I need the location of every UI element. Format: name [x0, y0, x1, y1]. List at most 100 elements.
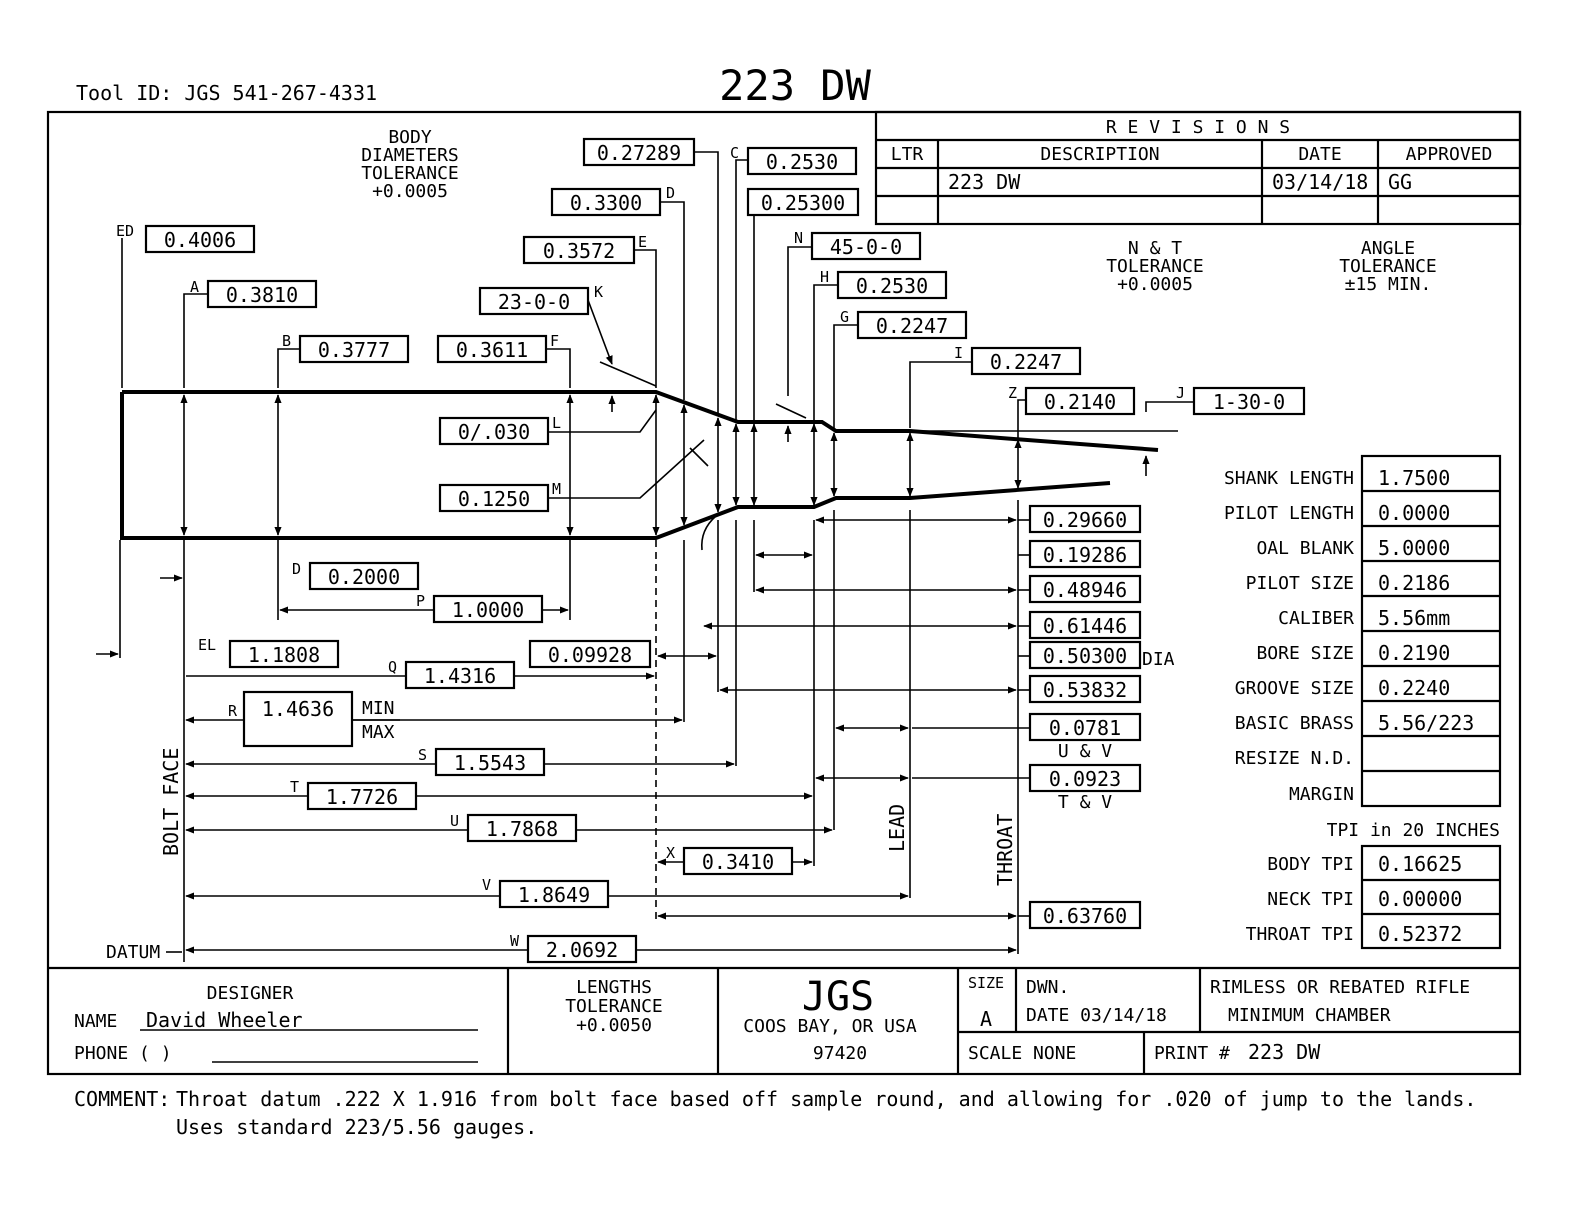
dim-a: 0.3810: [206, 279, 318, 309]
svg-text:TOLERANCE: TOLERANCE: [1339, 256, 1437, 277]
spec-value-pilot-size: 0.2186: [1378, 571, 1450, 595]
dim-t: 1.7726: [306, 781, 418, 811]
spec-label-bore-size: BORE SIZE: [1256, 643, 1354, 664]
svg-text:1.5543: 1.5543: [454, 751, 526, 775]
letter-ed: ED: [116, 222, 134, 240]
letter-a: A: [190, 278, 199, 296]
letter-p: P: [416, 592, 425, 610]
scale-label: SCALE NONE: [968, 1043, 1076, 1064]
lengths-tolerance-1: LENGTHS: [576, 977, 652, 998]
stack-value-3: 0.48946: [1043, 578, 1127, 602]
dim-d-len: 0.2000: [308, 561, 420, 591]
svg-text:TOLERANCE: TOLERANCE: [361, 163, 459, 184]
stack-value-7: 0.0781: [1049, 716, 1121, 740]
lead-label: LEAD: [885, 804, 909, 852]
svg-text:0.09928: 0.09928: [548, 643, 632, 667]
letter-r: R: [228, 702, 238, 720]
spec-value-pilot-length: 0.0000: [1378, 501, 1450, 525]
dim-h: 0.2530: [836, 270, 948, 300]
svg-text:0.3777: 0.3777: [318, 338, 390, 362]
svg-text:DIAMETERS: DIAMETERS: [361, 145, 459, 166]
tool-id: Tool ID: JGS 541-267-4331: [76, 81, 377, 105]
spec-label-margin: MARGIN: [1289, 784, 1354, 805]
svg-text:0.2140: 0.2140: [1044, 390, 1116, 414]
rev-approved-cell: GG: [1388, 170, 1412, 194]
bolt-face-label: BOLT FACE: [159, 748, 183, 856]
dim-i: 0.2247: [970, 346, 1082, 376]
letter-h: H: [820, 268, 829, 286]
spec-label-caliber: CALIBER: [1278, 608, 1354, 629]
dim-el: 1.1808: [228, 639, 340, 669]
tpi-label-throat: THROAT TPI: [1246, 924, 1354, 945]
nt-tolerance-note: N & T TOLERANCE +0.0005: [1106, 238, 1204, 295]
svg-text:0/.030: 0/.030: [458, 420, 530, 444]
dia-note: DIA: [1142, 649, 1175, 670]
spec-value-groove-size: 0.2240: [1378, 676, 1450, 700]
name-label: NAME: [74, 1011, 117, 1032]
tpi-table: TPI in 20 INCHES BODY TPI 0.16625 NECK T…: [1246, 820, 1502, 950]
dim-ed: 0.4006: [144, 224, 256, 254]
spec-value-bore-size: 0.2190: [1378, 641, 1450, 665]
right-stack: 0.29660 0.19286 0.48946 0.61446 0.50300 …: [1018, 504, 1175, 930]
letter-g: G: [840, 308, 849, 326]
drawing-date: DATE 03/14/18: [1026, 1005, 1167, 1026]
spec-table: SHANK LENGTH 1.7500 PILOT LENGTH 0.0000 …: [1224, 454, 1502, 808]
rev-description-cell: 223 DW: [948, 170, 1021, 194]
stack-value-2: 0.19286: [1043, 543, 1127, 567]
rev-col-description: DESCRIPTION: [1040, 144, 1159, 165]
dim-q: 1.4316: [404, 660, 516, 690]
letter-n: N: [794, 229, 803, 247]
dim-s: 1.5543: [434, 747, 546, 777]
print-label: PRINT #: [1154, 1043, 1230, 1064]
uv-note: U & V: [1058, 741, 1112, 762]
svg-text:1.4636: 1.4636: [262, 697, 334, 721]
tpi-label-body: BODY TPI: [1267, 854, 1354, 875]
svg-text:1-30-0: 1-30-0: [1213, 390, 1285, 414]
letter-v: V: [482, 876, 491, 894]
designer-name: David Wheeler: [146, 1008, 303, 1032]
desc-line-2: MINIMUM CHAMBER: [1228, 1005, 1391, 1026]
throat-label: THROAT: [993, 814, 1017, 886]
spec-value-shank-length: 1.7500: [1378, 466, 1450, 490]
dim-f: 0.3611: [436, 334, 548, 364]
svg-text:1.7726: 1.7726: [326, 785, 398, 809]
letter-t: T: [290, 778, 299, 796]
svg-text:45-0-0: 45-0-0: [830, 235, 902, 259]
comment-line-2: Uses standard 223/5.56 gauges.: [176, 1115, 537, 1139]
datum-label: DATUM: [106, 942, 160, 963]
letter-s: S: [418, 746, 427, 764]
letter-c: C: [730, 144, 739, 162]
designer-heading: DESIGNER: [207, 983, 294, 1004]
svg-text:0.3410: 0.3410: [702, 850, 774, 874]
tv-note: T & V: [1058, 792, 1112, 813]
dim-top-first: 0.27289: [582, 137, 696, 167]
svg-text:ANGLE: ANGLE: [1361, 238, 1415, 259]
spec-label-basic-brass: BASIC BRASS: [1235, 713, 1354, 734]
svg-text:±15 MIN.: ±15 MIN.: [1345, 274, 1432, 295]
svg-text:0.3810: 0.3810: [226, 283, 298, 307]
dimension-letters: ED A B F E D C N H G I Z J K L M D P EL …: [116, 144, 1185, 950]
spec-label-shank-length: SHANK LENGTH: [1224, 468, 1354, 489]
dim-w: 2.0692: [526, 934, 638, 964]
letter-k: K: [594, 283, 603, 301]
dim-e: 0.3572: [522, 235, 636, 265]
letter-d-len: D: [292, 560, 301, 578]
body-tolerance-note: BODY DIAMETERS TOLERANCE +0.0005: [361, 127, 459, 202]
lengths-tolerance-2: TOLERANCE: [565, 996, 663, 1017]
svg-text:N & T: N & T: [1128, 238, 1182, 259]
svg-text:+0.0005: +0.0005: [1117, 274, 1193, 295]
chamber-profile: [120, 361, 1178, 551]
letter-f: F: [550, 332, 559, 350]
svg-text:0.4006: 0.4006: [164, 228, 236, 252]
svg-text:0.3611: 0.3611: [456, 338, 528, 362]
tpi-value-body: 0.16625: [1378, 852, 1462, 876]
dim-r: 1.4636 MIN MAX: [242, 690, 400, 748]
svg-text:0.3300: 0.3300: [570, 191, 642, 215]
svg-text:1.1808: 1.1808: [248, 643, 320, 667]
dim-n: 45-0-0: [810, 231, 922, 261]
dim-l: 0/.030: [438, 416, 550, 446]
comment-label: COMMENT:: [74, 1087, 170, 1111]
dim-k: 23-0-0: [478, 286, 590, 316]
spec-label-oal-blank: OAL BLANK: [1256, 538, 1354, 559]
